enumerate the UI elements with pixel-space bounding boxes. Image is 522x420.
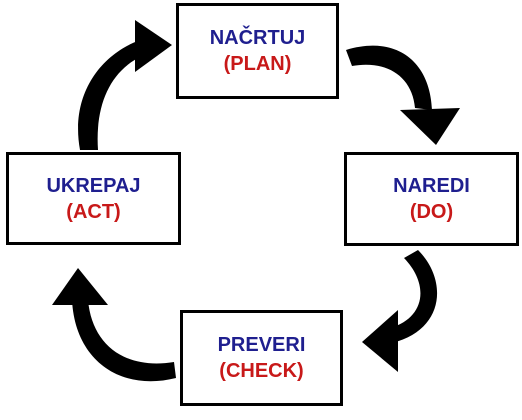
act-step-box: UKREPAJ (ACT) [6, 152, 181, 245]
arrow-plan-to-do [346, 45, 460, 145]
do-label: NAREDI [393, 175, 470, 197]
check-step-box: PREVERI (CHECK) [180, 310, 343, 406]
check-label: PREVERI [217, 334, 306, 356]
arrow-do-to-check [362, 250, 438, 372]
plan-step-box: NAČRTUJ (PLAN) [176, 3, 339, 99]
do-sublabel: (DO) [409, 201, 454, 223]
plan-sublabel: (PLAN) [223, 53, 292, 75]
act-sublabel: (ACT) [66, 200, 121, 223]
check-sublabel: (CHECK) [219, 360, 304, 382]
arrow-act-to-plan [78, 20, 172, 150]
arrow-check-to-act [52, 268, 176, 382]
do-step-box: NAREDI (DO) [344, 152, 519, 246]
plan-label: NAČRTUJ [209, 27, 306, 49]
act-label: UKREPAJ [46, 174, 141, 197]
